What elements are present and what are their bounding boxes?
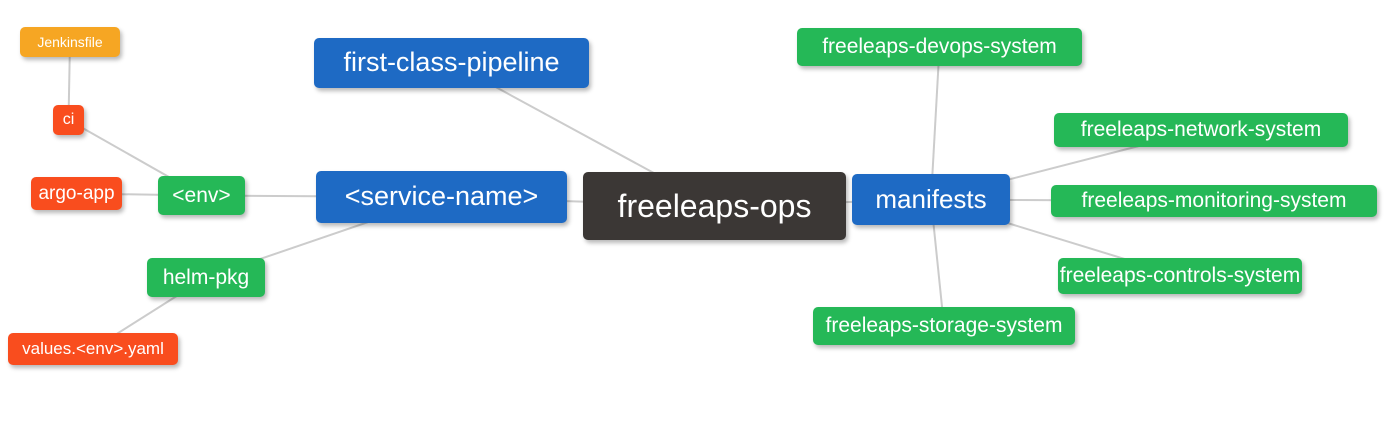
node-label: freeleaps-ops [617, 187, 812, 224]
node-label: first-class-pipeline [343, 47, 560, 77]
node-jenkinsfile[interactable]: Jenkinsfile [20, 27, 120, 57]
node-label: manifests [875, 184, 987, 214]
node-label: ci [62, 110, 75, 128]
node-label: freeleaps-devops-system [822, 35, 1057, 58]
node-freeleaps-network-system[interactable]: freeleaps-network-system [1054, 113, 1348, 147]
node-label: helm-pkg [162, 265, 250, 289]
node-label: Jenkinsfile [37, 33, 103, 50]
node-freeleaps-ops[interactable]: freeleaps-ops [583, 172, 846, 240]
node-freeleaps-storage-system[interactable]: freeleaps-storage-system [813, 307, 1075, 345]
node-label: freeleaps-network-system [1080, 118, 1322, 141]
node-helm-pkg[interactable]: helm-pkg [147, 258, 265, 297]
node-argo-app[interactable]: argo-app [31, 177, 122, 210]
node-manifests[interactable]: manifests [852, 174, 1010, 225]
node-service-name[interactable]: <service-name> [316, 171, 567, 223]
node-label: argo-app [38, 182, 115, 204]
node-label: <service-name> [344, 181, 539, 211]
node-freeleaps-monitoring-system[interactable]: freeleaps-monitoring-system [1051, 185, 1377, 217]
node-ci[interactable]: ci [53, 105, 84, 135]
node-label: <env> [172, 183, 231, 207]
node-label: freeleaps-monitoring-system [1081, 189, 1347, 212]
node-env[interactable]: <env> [158, 176, 245, 215]
node-label: values.<env>.yaml [22, 339, 164, 358]
node-freeleaps-controls-system[interactable]: freeleaps-controls-system [1058, 258, 1302, 294]
node-freeleaps-devops-system[interactable]: freeleaps-devops-system [797, 28, 1082, 66]
node-first-class-pipeline[interactable]: first-class-pipeline [314, 38, 589, 88]
node-values-env-yaml[interactable]: values.<env>.yaml [8, 333, 178, 365]
node-label: freeleaps-controls-system [1059, 264, 1301, 287]
node-label: freeleaps-storage-system [825, 314, 1063, 337]
